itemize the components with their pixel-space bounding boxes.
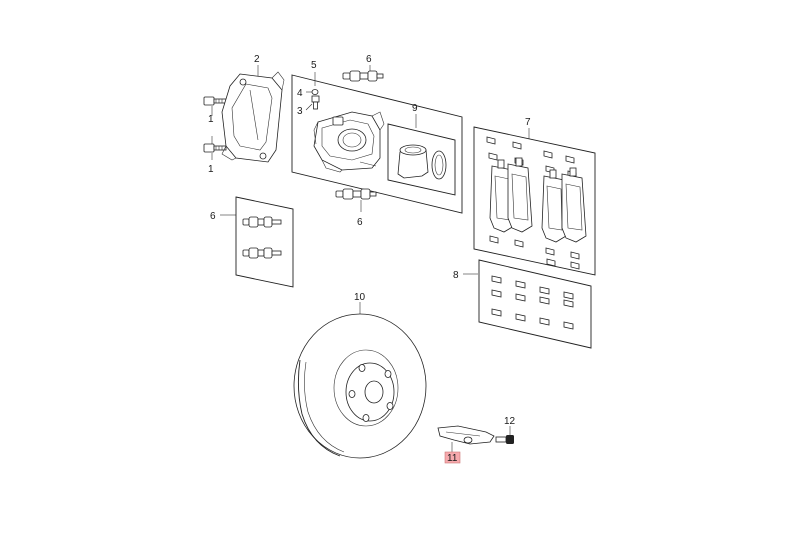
caliper-housing (313, 111, 385, 173)
brake-pad-outer-right (561, 167, 587, 243)
callout-8: 8 (453, 270, 459, 281)
part-3-4-bleeder-screw (305, 89, 320, 111)
callout-4: 4 (297, 88, 303, 99)
part-7-brake-pad-kit-panel (473, 126, 596, 276)
part-6-guide-bolts-bottom (335, 188, 377, 212)
part-11-sensor-bracket (437, 425, 495, 452)
callout-6-bottom: 6 (357, 217, 363, 228)
callout-9: 9 (412, 103, 418, 114)
callout-1-lower: 1 (208, 164, 214, 175)
part-10-brake-rotor (293, 313, 427, 459)
part-1-bolt-lower (203, 136, 227, 160)
part-1-bolt-upper (203, 96, 227, 116)
callout-1-upper: 1 (208, 114, 214, 125)
callout-11-highlight (444, 451, 461, 464)
part-9-seal-ring (431, 150, 447, 180)
bolt-kit-row-1 (242, 216, 282, 228)
pad-clips-bottom (489, 235, 580, 270)
callout-3: 3 (297, 106, 303, 117)
callout-11: 11 (447, 453, 458, 464)
callout-12: 12 (504, 416, 516, 427)
part-8-hardware-kit-panel (478, 259, 592, 349)
callout-6-top: 6 (366, 54, 372, 65)
callout-5: 5 (311, 60, 317, 71)
bolt-kit-row-2 (242, 247, 282, 259)
brake-pad-outer-left (507, 157, 533, 233)
part-2-caliper-bracket (221, 65, 285, 163)
callout-2: 2 (254, 54, 260, 65)
callout-10: 10 (354, 292, 366, 303)
hardware-clips-row-1 (491, 275, 574, 308)
part-6-bolt-kit-panel (235, 196, 294, 288)
callout-6-left: 6 (210, 211, 216, 222)
part-12-bolt (495, 435, 514, 444)
part-9-piston (397, 144, 429, 179)
part-6-guide-bolts-top (342, 65, 384, 82)
hardware-clips-row-2 (491, 308, 574, 330)
callout-7: 7 (525, 117, 531, 128)
